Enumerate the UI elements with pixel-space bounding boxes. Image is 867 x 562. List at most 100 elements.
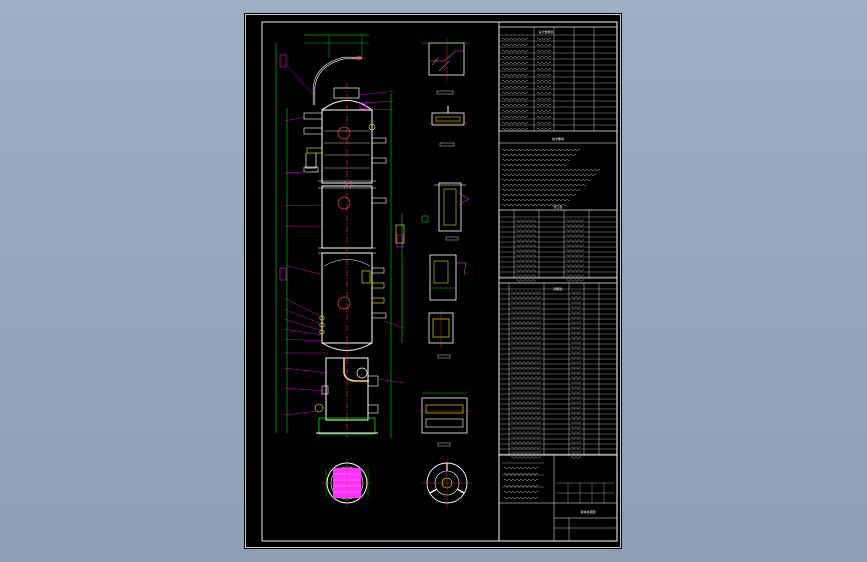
table-text-stroke bbox=[570, 446, 582, 449]
table-text-stroke bbox=[570, 396, 582, 399]
table-text-stroke bbox=[570, 451, 582, 454]
sheet-outer-border bbox=[245, 14, 621, 548]
table-text-stroke bbox=[503, 484, 539, 488]
table-text-stroke bbox=[501, 183, 587, 187]
table-text-stroke bbox=[570, 411, 582, 414]
table-row-lines bbox=[499, 34, 617, 500]
table-text-stroke bbox=[510, 306, 542, 309]
table-text-stroke bbox=[536, 121, 552, 125]
table-text-stroke bbox=[536, 127, 552, 131]
table-text-stroke bbox=[515, 279, 537, 282]
table-text-stroke bbox=[570, 406, 582, 409]
table-text-stroke bbox=[510, 451, 542, 454]
table-text-stroke bbox=[570, 371, 582, 374]
table-text-stroke bbox=[510, 326, 542, 329]
table-text-stroke bbox=[570, 316, 582, 319]
table-text-stroke bbox=[503, 490, 539, 494]
table-text-stroke bbox=[536, 103, 552, 107]
table-text-stroke bbox=[515, 249, 537, 252]
table-text-stroke bbox=[503, 478, 539, 482]
title-block bbox=[498, 454, 618, 542]
table-text-stroke bbox=[501, 173, 597, 177]
table-text-stroke bbox=[536, 61, 552, 65]
table-text-stroke bbox=[501, 67, 529, 71]
table-text-stroke bbox=[501, 198, 571, 202]
table-text-stroke bbox=[510, 316, 542, 319]
table-text-stroke bbox=[565, 219, 585, 222]
table-text-stroke bbox=[515, 224, 537, 227]
table-text-stroke bbox=[510, 456, 542, 459]
table-text-stroke bbox=[501, 153, 577, 157]
table-text-stroke bbox=[570, 296, 582, 299]
table-text-stroke bbox=[501, 85, 529, 89]
table-text-stroke bbox=[510, 371, 542, 374]
table-text-stroke bbox=[501, 115, 529, 119]
table-text-stroke bbox=[510, 386, 542, 389]
table-text-stroke bbox=[570, 331, 582, 334]
table-text-stroke bbox=[570, 426, 582, 429]
table-text-stroke bbox=[536, 85, 552, 89]
table-text-stroke bbox=[565, 274, 585, 277]
table-text-stroke bbox=[501, 188, 581, 192]
base-ring bbox=[318, 417, 376, 435]
table-text-stroke bbox=[515, 229, 537, 232]
table-text-stroke bbox=[510, 426, 542, 429]
table-text-stroke bbox=[515, 219, 537, 222]
table-text-stroke bbox=[570, 386, 582, 389]
table-text-stroke bbox=[570, 366, 582, 369]
table-text-stroke bbox=[510, 366, 542, 369]
table-text-stroke bbox=[510, 311, 542, 314]
table-text-stroke bbox=[515, 239, 537, 242]
table-text-stroke bbox=[536, 73, 552, 77]
table-text-stroke bbox=[510, 436, 542, 439]
table-text-stroke bbox=[510, 351, 542, 354]
table-text-stroke bbox=[565, 224, 585, 227]
table-text-stroke bbox=[501, 79, 529, 83]
table-text-stroke bbox=[510, 361, 542, 364]
design-data-title: 设计数据表 bbox=[538, 29, 553, 34]
table-text-stroke bbox=[510, 291, 542, 294]
table-text-stroke bbox=[536, 79, 552, 83]
table-text-stroke bbox=[510, 411, 542, 414]
table-text-stroke bbox=[570, 361, 582, 364]
table-text-stroke bbox=[501, 121, 529, 125]
table-text-stroke bbox=[515, 264, 537, 267]
section-a-a-view bbox=[322, 458, 372, 508]
table-text-stroke bbox=[501, 49, 529, 53]
table-text-stroke bbox=[570, 421, 582, 424]
table-text-stroke bbox=[510, 336, 542, 339]
drawing-sheet: 设计数据表 技术要求 管口表 明细表 塔体总装图 bbox=[244, 13, 622, 549]
table-text-stroke bbox=[510, 391, 542, 394]
table-text-stroke bbox=[570, 431, 582, 434]
table-text-stroke bbox=[501, 148, 581, 152]
parts-list-title: 明细表 bbox=[553, 286, 562, 291]
table-text-stroke bbox=[510, 441, 542, 444]
table-text-stroke bbox=[510, 376, 542, 379]
table-text-stroke bbox=[570, 306, 582, 309]
table-text-stroke bbox=[510, 296, 542, 299]
table-text-stroke bbox=[570, 356, 582, 359]
table-text-stroke bbox=[565, 254, 585, 257]
table-text-stroke bbox=[501, 91, 529, 95]
bottom-outlet-pipe bbox=[343, 358, 369, 382]
table-text-stroke bbox=[515, 274, 537, 277]
table-text-stroke bbox=[565, 269, 585, 272]
table-text-stroke bbox=[570, 301, 582, 304]
table-text-stroke bbox=[510, 356, 542, 359]
table-text-stroke bbox=[565, 239, 585, 242]
table-text-stroke bbox=[570, 381, 582, 384]
table-text-stroke bbox=[510, 341, 542, 344]
table-text-stroke bbox=[510, 301, 542, 304]
table-text-stroke bbox=[501, 163, 567, 167]
table-text-stroke bbox=[510, 396, 542, 399]
table-text-stroke bbox=[536, 55, 552, 59]
table-text-stroke bbox=[570, 401, 582, 404]
table-text-stroke bbox=[565, 234, 585, 237]
table-text-stroke bbox=[570, 326, 582, 329]
table-text-stroke bbox=[510, 331, 542, 334]
table-text-stroke bbox=[501, 193, 577, 197]
table-text-stroke bbox=[515, 269, 537, 272]
table-text-stroke bbox=[570, 341, 582, 344]
table-text-stroke bbox=[565, 279, 585, 282]
table-text-stroke bbox=[501, 61, 529, 65]
